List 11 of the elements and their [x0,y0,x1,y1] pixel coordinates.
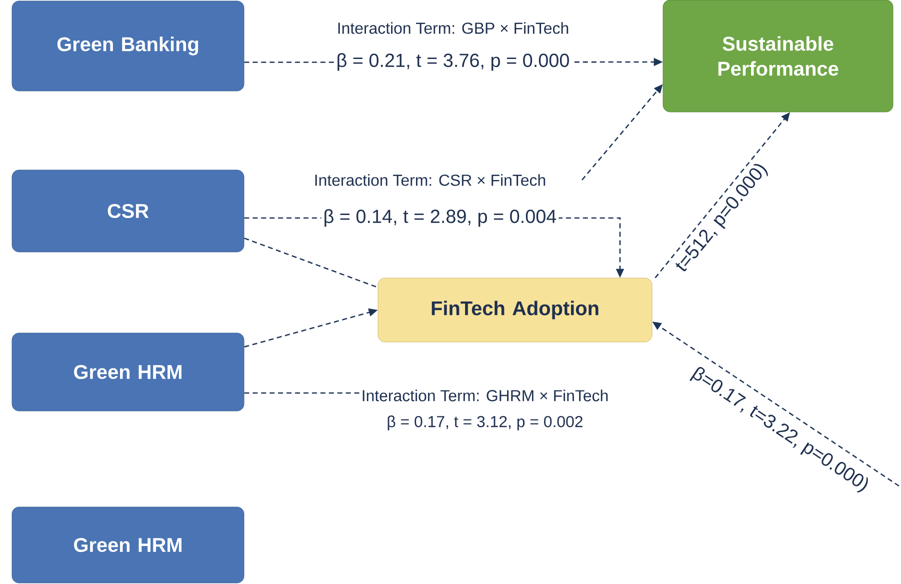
moderator-box: FinTech Adoption [378,278,652,342]
variable-box: Green Banking [12,0,244,92]
interaction-label: Interaction Term: CSR × FinTech [312,172,548,188]
variable-box: Green HRM [12,506,244,584]
interaction-label: Interaction Term: GBP × FinTech [334,20,572,36]
variable-box: CSR [12,170,244,252]
outcome-box: Sustainable Performance [662,0,894,112]
variable-box: Green HRM [12,332,244,412]
edge-label: β = 0.14, t = 2.89, p = 0.004 [321,207,559,229]
edge-label: β = 0.21, t = 3.76, p = 0.000 [334,51,572,73]
interaction-text: Interaction Term: GHRM × FinTech β = 0.17, t = 3.12, p = 0.002 [362,390,608,430]
